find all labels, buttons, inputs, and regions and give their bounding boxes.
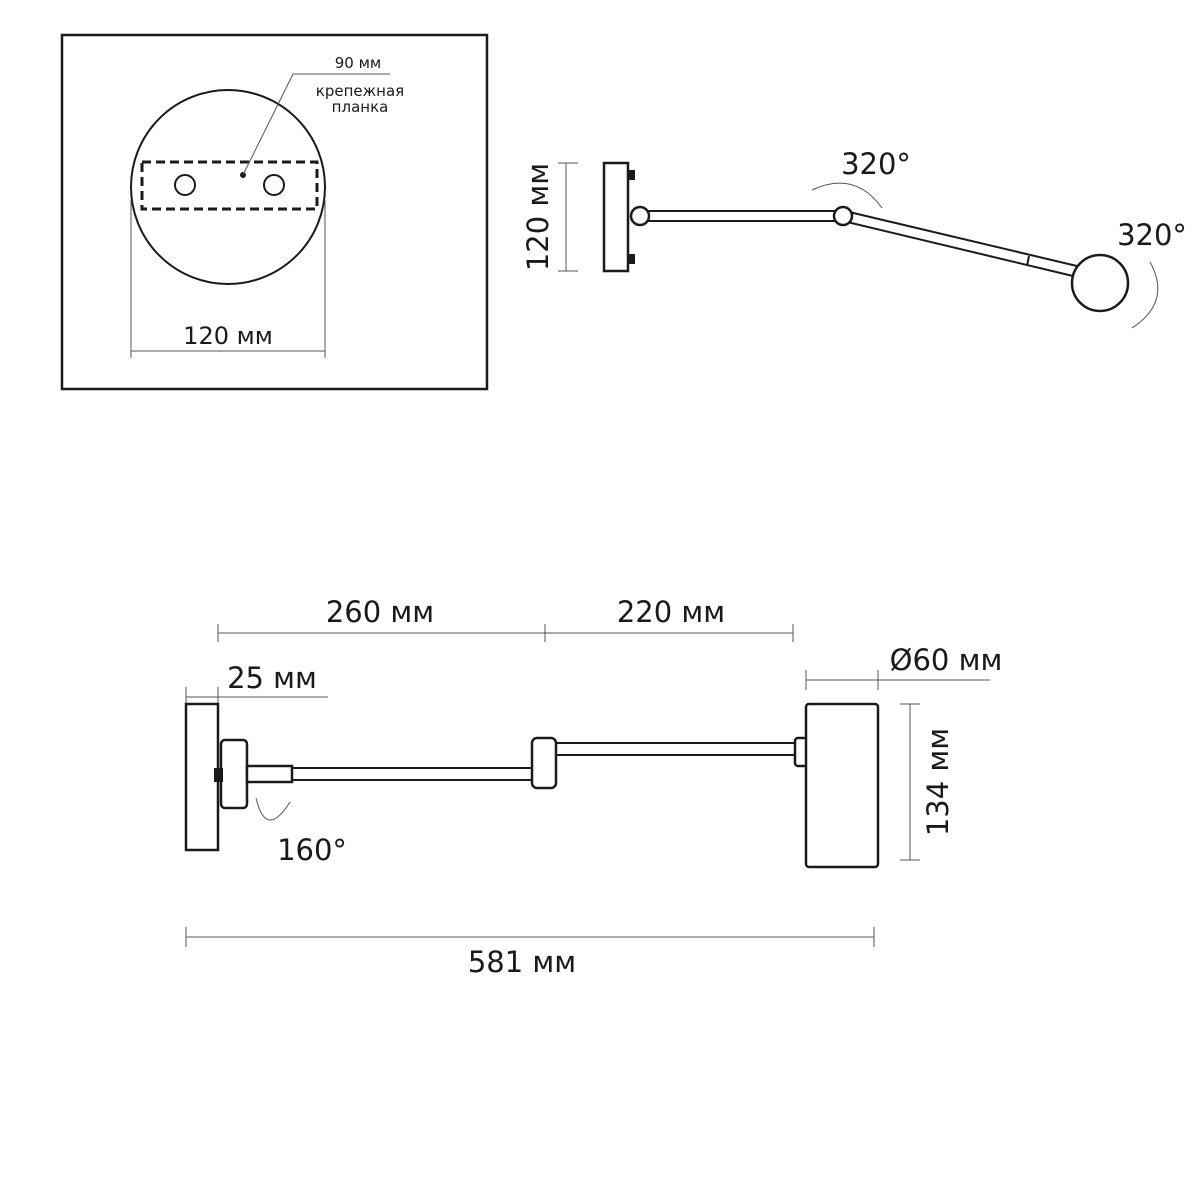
top-arm2-edge-b xyxy=(842,220,1074,277)
bracket-leader-line xyxy=(242,73,294,176)
side-base-rotation-arc xyxy=(255,797,291,821)
mounting-hole-right xyxy=(263,174,285,196)
bracket-label-line1: крепежная xyxy=(316,82,404,100)
side-view: 260 мм 220 мм 25 мм Ø60 мм 134 мм xyxy=(184,595,1003,979)
top-head-rotation-arc xyxy=(1131,261,1159,329)
side-elbow-joint xyxy=(530,736,558,790)
side-base-joint xyxy=(219,738,249,810)
side-base-joint-knob xyxy=(214,768,223,782)
top-screw-bottom xyxy=(628,254,635,264)
head-height-label: 134 мм xyxy=(921,728,955,836)
mounting-plate-view: 90 мм крепежная планка 120 мм xyxy=(60,33,489,391)
plate-depth-label: 25 мм xyxy=(227,661,317,695)
side-lamp-head xyxy=(804,702,880,869)
side-base-angle-label: 160° xyxy=(277,833,347,867)
mounting-bracket-outline xyxy=(140,160,319,211)
side-wall-plate xyxy=(184,702,220,852)
top-elbow-angle-label: 320° xyxy=(841,147,911,181)
top-base-joint xyxy=(629,205,651,227)
side-arm1-label: 260 мм xyxy=(326,595,434,629)
mounting-plate-frame xyxy=(60,33,489,391)
total-length-label: 581 мм xyxy=(468,945,576,979)
mounting-plate-circle xyxy=(130,89,326,285)
bracket-width-label: 90 мм xyxy=(335,54,382,72)
side-base-joint-collar xyxy=(245,764,294,784)
top-view: 120 мм 320° 320° xyxy=(521,147,1187,329)
mounting-hole-left xyxy=(174,174,196,196)
top-arm2-collar xyxy=(1026,255,1030,267)
plate-width-label: 120 мм xyxy=(183,322,273,350)
top-height-label: 120 мм xyxy=(521,163,555,271)
side-arm2-label: 220 мм xyxy=(617,595,725,629)
top-elbow-joint xyxy=(832,205,854,227)
top-elbow-rotation-arc xyxy=(811,182,883,209)
top-screw-top xyxy=(628,170,635,180)
top-wall-plate xyxy=(602,161,630,273)
top-head-angle-label: 320° xyxy=(1117,218,1187,252)
head-diameter-label: Ø60 мм xyxy=(890,643,1003,677)
top-lamp-head xyxy=(1070,253,1130,313)
bracket-label-line2: планка xyxy=(332,98,389,116)
top-arm2-edge-a xyxy=(844,210,1078,267)
